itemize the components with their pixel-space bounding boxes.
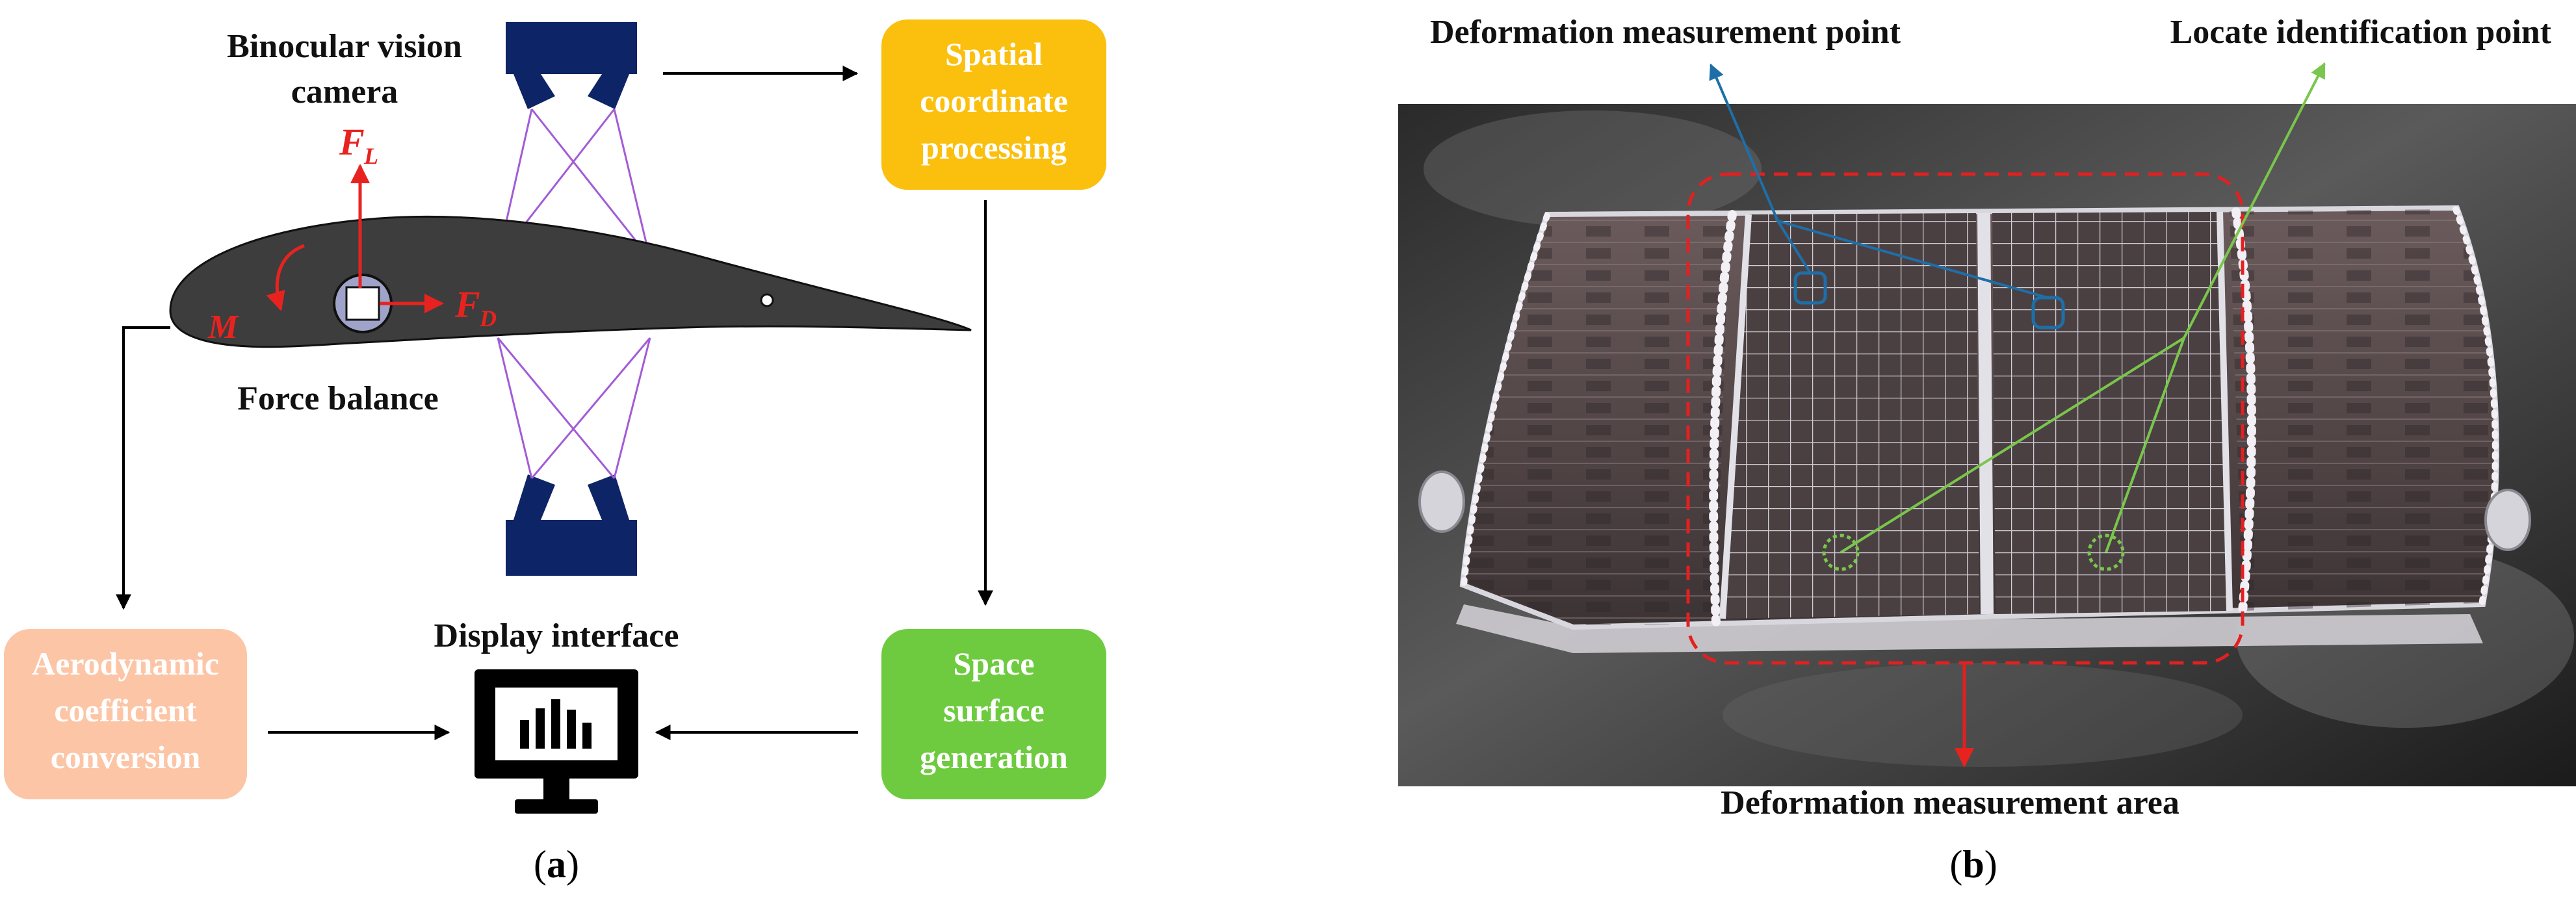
drag-label-sub: D: [479, 305, 497, 331]
locate-point-marker-2: [2087, 534, 2125, 571]
wing-photo: [1398, 104, 2576, 786]
space-surface-box: Space surface generation: [881, 629, 1106, 799]
locate-point-arrow: [2183, 62, 2326, 339]
caption-a: (a): [534, 843, 579, 886]
spatial-coordinate-box: Spatial coordinate processing: [881, 19, 1106, 190]
aero-line3: conversion: [51, 739, 201, 775]
spatial-line1: Spatial: [945, 36, 1043, 72]
force-balance-label: Force balance: [237, 380, 439, 417]
camera-top-icon: [506, 22, 637, 109]
moment-arrow: [266, 244, 305, 311]
aero-line1: Aerodynamic: [32, 645, 219, 682]
lift-label: F: [339, 121, 365, 163]
spatial-line2: coordinate: [920, 83, 1068, 119]
panel-a: F L F D M Binocular vision camera Force …: [4, 19, 1106, 886]
drag-label: F: [454, 283, 480, 326]
lift-label-sub: L: [363, 143, 378, 169]
display-monitor-icon: [475, 669, 638, 814]
measurement-area-label: Deformation measurement area: [1721, 784, 2179, 821]
locate-point-label: Locate identification point: [2170, 14, 2552, 51]
aerodynamic-coefficient-box: Aerodynamic coefficient conversion: [4, 629, 247, 799]
deformation-point-arrow: [1709, 63, 1779, 222]
camera-bottom-icon: [506, 474, 637, 576]
surface-line1: Space: [954, 645, 1035, 682]
airfoil-pivot-icon: [760, 293, 774, 307]
deformation-point-label: Deformation measurement point: [1430, 14, 1901, 51]
camera-label-line1: Binocular vision: [227, 28, 462, 65]
camera-rays: [497, 109, 651, 479]
caption-b: (b): [1949, 843, 1997, 886]
surface-line3: generation: [920, 739, 1068, 775]
moment-label: M: [207, 309, 239, 346]
deformation-point-marker-2: [2031, 296, 2065, 329]
camera-label-line2: camera: [291, 73, 398, 110]
display-label: Display interface: [434, 617, 679, 654]
spatial-line3: processing: [921, 129, 1067, 166]
arrow-balance-to-aero: [116, 326, 170, 610]
panel-b: Deformation measurement point Locate ide…: [1398, 14, 2576, 886]
airfoil-shape: [169, 216, 972, 348]
locate-point-marker-1: [1822, 534, 1860, 571]
surface-line2: surface: [943, 692, 1045, 728]
aero-line2: coefficient: [54, 692, 197, 728]
